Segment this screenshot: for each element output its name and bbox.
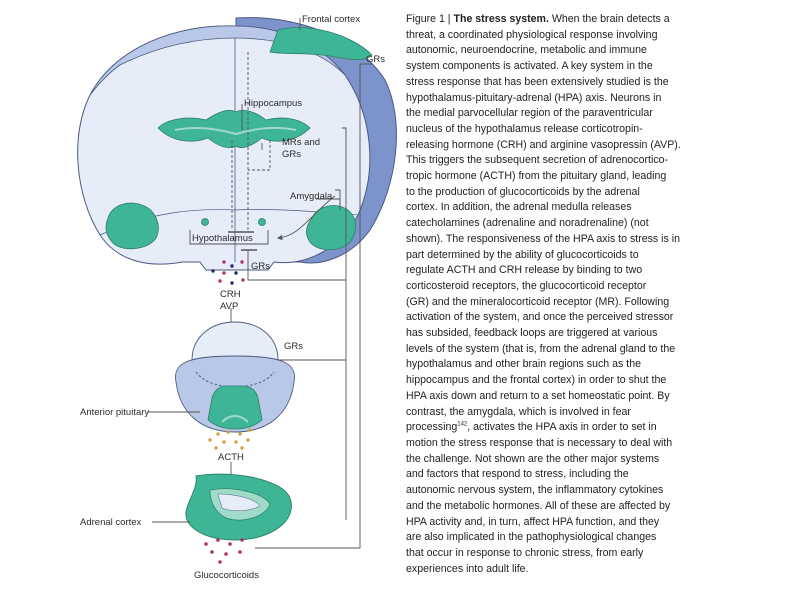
caption-line: that occur in response to chronic stress… [406, 546, 644, 559]
figure-label: Figure 1 | [406, 13, 454, 25]
adrenal-gland [185, 473, 292, 541]
caption-line: corticosteroid receptors, the glucocorti… [406, 279, 647, 292]
caption-line: activation of the system, and once the p… [406, 311, 674, 324]
glucocorticoid-dots [204, 538, 244, 564]
brain-pathways [189, 18, 372, 549]
caption-line: autonomic nervous system, the inflammato… [406, 484, 664, 497]
caption-line: HPA axis down and return to a set homeos… [406, 389, 670, 402]
label-hippocampus: Hippocampus [244, 98, 302, 109]
caption-line: part determined by the ability of glucoc… [406, 248, 639, 261]
caption-line: hypothalamus and other brain regions suc… [406, 358, 641, 371]
caption-line: (GR) and the mineralocorticoid receptor … [406, 295, 670, 308]
caption-line: nucleus of the hypothalamus release cort… [406, 122, 643, 135]
acth-dots [208, 428, 252, 450]
caption-line: tropic hormone (ACTH) from the pituitary… [406, 170, 667, 183]
label-grs-hypothalamus: GRs [251, 261, 270, 272]
label-crh: CRH [220, 289, 241, 300]
label-adrenal-cortex: Adrenal cortex [80, 517, 142, 528]
caption-line: threat, a coordinated physiological resp… [406, 28, 658, 41]
figure-title: The stress system. [453, 13, 549, 25]
caption-line: cortex. In addition, the adrenal medulla… [406, 201, 632, 214]
caption-line: experiences into adult life. [406, 562, 529, 575]
brain [77, 17, 397, 271]
caption-line: system components is activated. A key sy… [406, 60, 653, 73]
caption-line-26: processing [406, 421, 458, 434]
caption-line: stress response that has been extensivel… [406, 75, 669, 88]
label-mrs-and-grs-1: MRs and [282, 137, 320, 148]
caption-line-0: When the brain detects a [551, 13, 670, 25]
caption-line: catecholamines (adrenaline and noradrena… [406, 217, 649, 230]
caption-line: hypothalamus-pituitary-adrenal (HPA) axi… [406, 91, 662, 104]
caption-line: has subsided, feedback loops are trigger… [406, 327, 658, 340]
caption-line: shown). The responsiveness of the HPA ax… [406, 232, 680, 245]
caption-line: HPA activity and, in turn, affect HPA fu… [406, 515, 660, 528]
caption-line: hippocampus and the frontal cortex) in o… [406, 374, 667, 387]
stress-system-diagram: Frontal cortex GRs Hippocampus MRs and G… [77, 14, 397, 581]
caption-line: levels of the system (that is, from the … [406, 342, 676, 355]
caption-line: motion the stress response that is neces… [406, 436, 673, 449]
label-mrs-and-grs-2: GRs [282, 149, 301, 160]
caption-line: are also implicated in the pathophysiolo… [406, 531, 657, 544]
label-grs-top: GRs [366, 54, 385, 65]
label-amygdala: Amygdala [290, 191, 333, 202]
label-hypothalamus: Hypothalamus [192, 233, 253, 244]
caption-line: the medial parvocellular region of the p… [406, 107, 653, 120]
figure-caption: Figure 1 | The stress system. When the b… [406, 12, 724, 577]
crh-avp-dots [211, 260, 245, 285]
caption-line: to the production of glucocorticoids by … [406, 185, 640, 198]
reference-superscript: 142 [457, 421, 468, 428]
label-avp: AVP [220, 301, 238, 312]
caption-line: processing142, activates the HPA axis in… [406, 420, 724, 436]
label-grs-pituitary: GRs [284, 341, 303, 352]
caption-line-26-tail: , activates the HPA axis in order to set… [467, 421, 657, 434]
pituitary-gland [175, 321, 295, 433]
caption-line: regulate ACTH and CRH release by binding… [406, 264, 643, 277]
label-anterior-pituitary: Anterior pituitary [80, 407, 149, 418]
caption-line: releasing hormone (CRH) and arginine vas… [406, 138, 681, 151]
caption-line: and the metabolic hormones. All of these… [406, 499, 671, 512]
caption-line: the challenge. Not shown are the other m… [406, 452, 660, 465]
label-glucocorticoids: Glucocorticoids [194, 570, 259, 581]
label-frontal-cortex: Frontal cortex [302, 14, 360, 25]
caption-line: and factors that respond to stress, incl… [406, 468, 629, 481]
caption-line: contrast, the amygdala, which is involve… [406, 405, 631, 418]
caption-line: This triggers the subsequent secretion o… [406, 154, 669, 167]
caption-line: Figure 1 | The stress system. When the b… [406, 12, 724, 28]
caption-line: autonomic, neuroendocrine, metabolic and… [406, 44, 647, 57]
label-acth: ACTH [218, 452, 244, 463]
